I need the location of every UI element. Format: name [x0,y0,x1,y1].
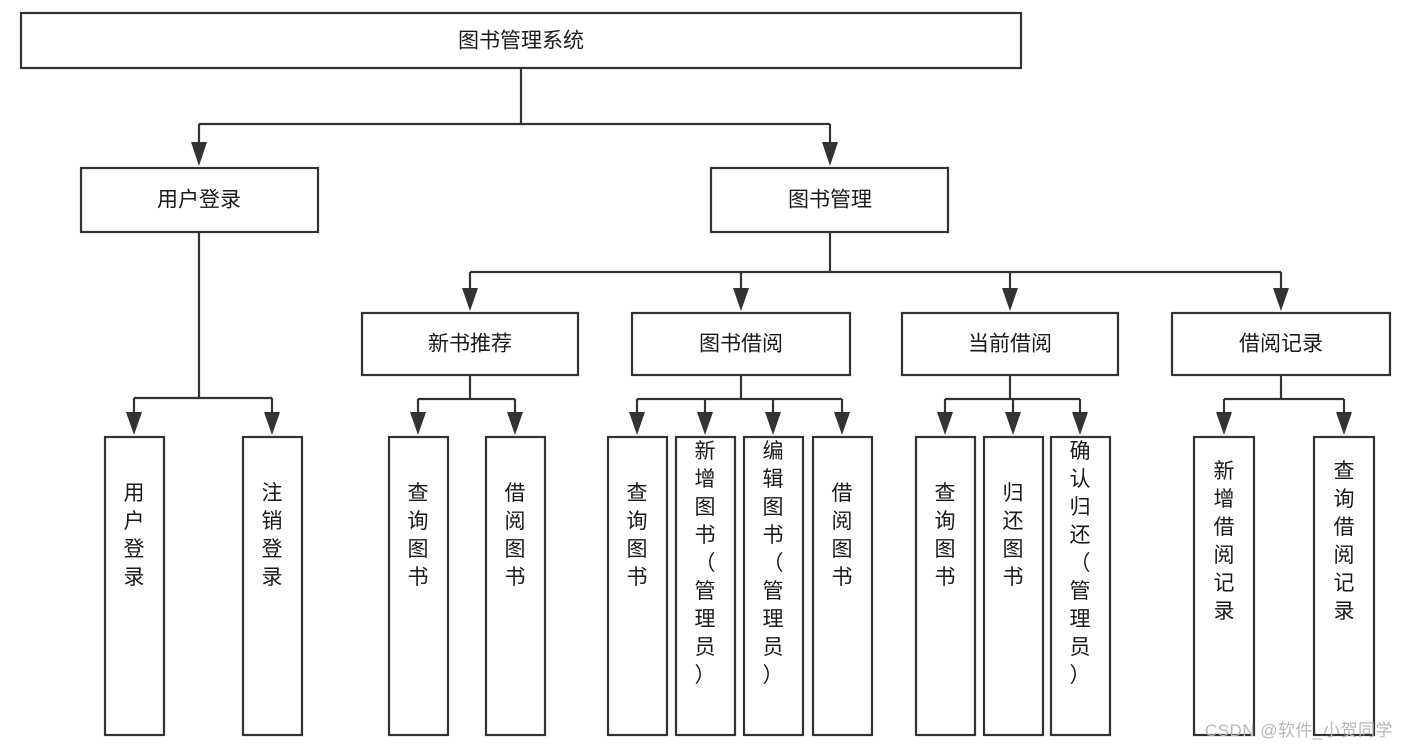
arrowhead-leaf-5 [629,412,645,435]
arrowhead-leaf-13 [1336,412,1352,435]
arrowhead-leaf-11 [1072,412,1088,435]
arrowhead-to-bookmgmt [822,142,838,166]
leaf-node-9-label: 查询图书 [935,482,956,589]
leaf-node-8-label: 借阅图书 [832,482,853,589]
node-current-box[interactable] [900,311,1120,377]
leaf-node-13-label: 查询借阅记录 [1334,460,1355,623]
arrowhead-leaf-8 [834,412,850,435]
leaf-node-8-box[interactable] [811,435,874,737]
node-bookmgmt-label: 图书管理 [788,189,872,212]
node-newbook[interactable]: 新书推荐 [360,311,580,377]
connector-group-newbook-to-leaves [410,375,523,435]
leaf-node-11-label: 确认归还（管理员） [1070,440,1091,687]
node-newbook-label: 新书推荐 [428,333,512,356]
leaf-node-6-label: 新增图书（管理员） [695,440,716,687]
arrowhead-record [1273,288,1289,311]
leaf-node-7-label: 编辑图书（管理员） [763,440,784,687]
node-record[interactable]: 借阅记录 [1170,311,1392,377]
leaf-node-3-box[interactable] [387,435,450,737]
node-root-box[interactable] [19,11,1023,70]
leaf-node-4-label: 借阅图书 [505,482,526,589]
node-current-label: 当前借阅 [968,333,1052,356]
leaf-node-3[interactable]: 查询图书 [387,435,450,737]
leaf-node-8[interactable]: 借阅图书 [811,435,874,737]
leaf-node-6[interactable]: 新增图书（管理员） [674,435,737,737]
connector-group-record-to-leaves [1216,375,1352,435]
leaf-node-9[interactable]: 查询图书 [914,435,977,737]
leaf-node-1-label: 用户登录 [124,482,145,589]
arrowhead-leaf-7 [765,412,781,435]
node-root[interactable]: 图书管理系统 [19,11,1023,70]
node-login-label: 用户登录 [157,189,241,212]
connector-group-bookmgmt-to-level3 [462,232,1289,311]
leaf-node-5[interactable]: 查询图书 [606,435,669,737]
arrowhead-leaf-9 [937,412,953,435]
connector-group-root-to-level2 [191,68,838,166]
node-borrow-label: 图书借阅 [699,333,783,356]
leaf-node-3-label: 查询图书 [408,482,429,589]
leaf-node-10[interactable]: 归还图书 [982,435,1045,737]
arrowhead-leaf-1 [126,412,142,435]
leaf-node-7[interactable]: 编辑图书（管理员） [742,435,805,737]
node-newbook-box[interactable] [360,311,580,377]
node-borrow[interactable]: 图书借阅 [630,311,852,377]
leaf-node-11-box[interactable] [1049,435,1112,737]
leaf-node-10-box[interactable] [982,435,1045,737]
arrowhead-to-login [191,142,207,166]
leaf-node-7-box[interactable] [742,435,805,737]
arrowhead-leaf-3 [410,412,426,435]
arrowhead-current [1002,288,1018,311]
leaf-node-4-box[interactable] [484,435,547,737]
node-login[interactable]: 用户登录 [79,166,320,234]
arrowhead-leaf-10 [1005,412,1021,435]
node-bookmgmt-box[interactable] [709,166,950,234]
arrowhead-newbook [462,288,478,311]
connector-group-current-to-leaves [937,375,1088,435]
node-bookmgmt[interactable]: 图书管理 [709,166,950,234]
leaf-node-4[interactable]: 借阅图书 [484,435,547,737]
leaf-node-12-label: 新增借阅记录 [1214,460,1235,623]
leaf-node-1[interactable]: 用户登录 [103,435,166,737]
node-login-box[interactable] [79,166,320,234]
leaf-node-5-box[interactable] [606,435,669,737]
node-record-box[interactable] [1170,311,1392,377]
leaf-node-10-label: 归还图书 [1003,482,1024,589]
arrowhead-leaf-4 [507,412,523,435]
leaf-node-13[interactable]: 查询借阅记录 [1312,435,1376,737]
node-current[interactable]: 当前借阅 [900,311,1120,377]
arrowhead-borrow [733,288,749,311]
arrowhead-leaf-6 [697,412,713,435]
connector-group-login-to-leaves [126,232,280,435]
csdn-watermark: CSDN @软件_小贺同学 [1204,721,1393,740]
leaf-node-2-box[interactable] [241,435,304,737]
leaf-node-9-box[interactable] [914,435,977,737]
leaf-node-1-box[interactable] [103,435,166,737]
leaf-node-5-label: 查询图书 [627,482,648,589]
leaf-node-2[interactable]: 注销登录 [241,435,304,737]
leaf-node-2-label: 注销登录 [262,482,283,589]
node-record-label: 借阅记录 [1239,333,1323,356]
leaf-node-13-box[interactable] [1312,435,1376,737]
leaf-node-6-box[interactable] [674,435,737,737]
arrowhead-leaf-12 [1216,412,1232,435]
node-root-label: 图书管理系统 [458,30,584,53]
leaf-node-12-box[interactable] [1192,435,1256,737]
node-borrow-box[interactable] [630,311,852,377]
leaf-node-12[interactable]: 新增借阅记录 [1192,435,1256,737]
connector-group-borrow-to-leaves [629,375,850,435]
arrowhead-leaf-2 [264,412,280,435]
leaf-node-11[interactable]: 确认归还（管理员） [1049,435,1112,737]
